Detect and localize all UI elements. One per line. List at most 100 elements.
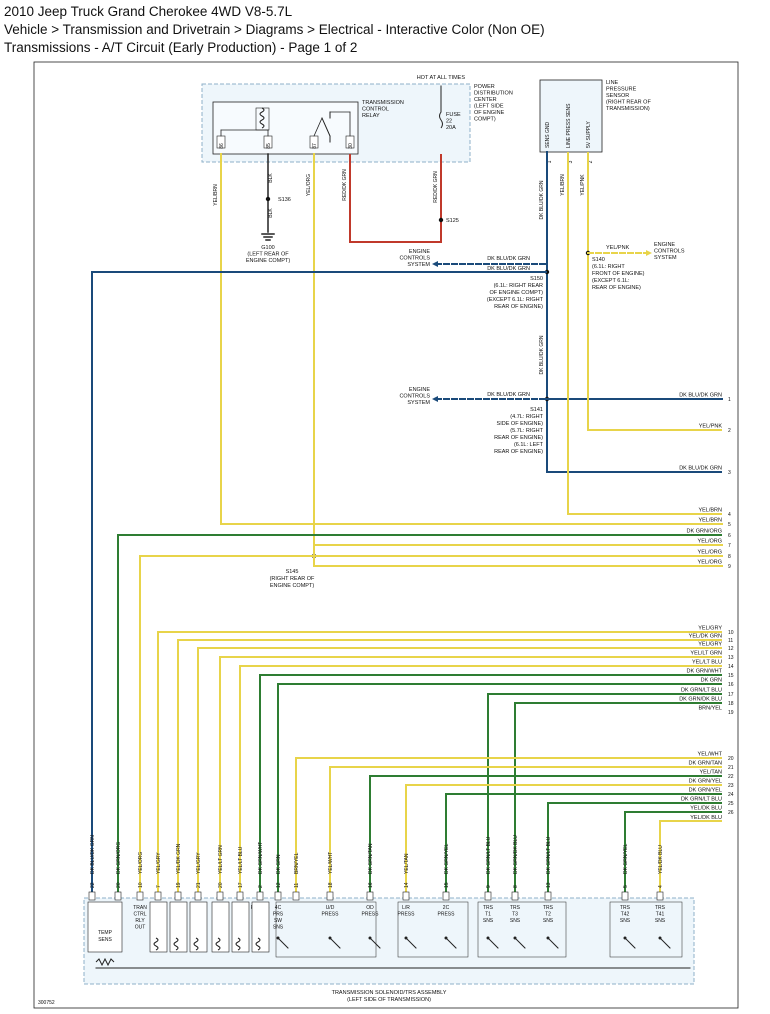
pin-function-label: T1 [485,912,491,918]
switch-symbol [369,937,381,949]
pin-number: 10 [138,882,144,888]
pin-function-label: TRS [655,905,666,911]
pin-connector [442,891,450,901]
right-wire-number: 11 [728,638,733,644]
pin-function-label: TRS [510,905,521,911]
right-wire-label: DK GRN [701,678,722,684]
pin-function-label: PRESS [322,912,340,918]
wire-label-blk: BLK [268,173,274,183]
breadcrumb[interactable]: Vehicle > Transmission and Drivetrain > … [4,22,545,37]
pin-function-label: OUT [135,925,146,931]
pin-wire-label: YEL/LT BLU [238,846,244,874]
pin-number: 18 [328,882,334,888]
right-wire-label: YEL/LT GRN [690,651,722,657]
temp-sensor-label: SENS [98,937,112,943]
lps-pin-label: LINE PRESS SENS [566,103,572,148]
pdc-label: DISTRIBUTION [474,91,513,97]
fuse-label: FUSE [446,112,461,118]
wire-right-10 [157,631,722,898]
switch-symbol [547,937,559,949]
right-wire-number: 24 [728,792,734,798]
wire-label-yel-org: YEL/ORG [306,174,312,196]
wire-label: YEL/PNK [580,174,586,196]
pin-function-label: 4C [275,905,282,911]
splice-s145-label: ENGINE COMPT) [270,583,314,589]
solenoid-coil-symbol [235,937,241,951]
right-wire-label: YEL/TAN [699,770,722,776]
pin-connector [274,891,282,901]
pin-wire-label: DK GRN/YEL [623,843,629,874]
wire-label: DK BLU/DK GRN [539,335,545,374]
relay-label: CONTROL [362,107,389,113]
wire-right-12 [197,647,722,898]
pdc-label: OF ENGINE [474,110,505,116]
right-wire-label: DK GRN/LT BLU [681,688,722,694]
right-wire-number: 9 [728,564,731,570]
pin-function-label: T41 [656,912,665,918]
switch-symbol [277,937,289,949]
right-wire-label: DK BLU/DK GRN [679,393,722,399]
pin-function-label: PRESS [362,912,380,918]
splice-s141-label: S141 [530,407,543,413]
solenoid-box [251,901,270,953]
pin-wire-label: YEL/ORG [138,852,144,874]
right-wire-number: 15 [728,673,734,679]
pin-wire-label: YEL/WHT [328,852,334,874]
pin-number: 11 [294,883,300,888]
splice-s150-label: (EXCEPT 6.1L: RIGHT [487,297,544,303]
assembly-label: TRANSMISSION SOLENOID/TRS ASSEMBLY [332,990,447,996]
splice-s136 [265,196,271,202]
wire-dkblu-to-pin22 [91,271,547,898]
switch-symbol [514,937,526,949]
splice-s145-label: (RIGHT REAR OF [270,576,315,582]
pin-connector [194,891,202,901]
pin-function-label: SNS [543,918,554,924]
pdc-label: POWER [474,84,495,90]
wire-right-18 [514,702,722,898]
wire-right-11 [177,639,722,898]
right-wire-label: DK GRN/YEL [689,779,722,785]
pin-wire-label: DK GRN/ORG [116,842,122,874]
pdc-label: (LEFT SIDE [474,104,504,110]
pin-number: 15 [444,882,450,888]
pin-function-label: PRESS [438,912,456,918]
wire-right-17 [487,693,722,898]
pin-connector [236,891,244,901]
pin-function-label: SNS [483,918,494,924]
right-wire-number: 2 [728,428,731,434]
right-wire-label: YEL/ORG [698,550,722,556]
wire-label: DK BLU/DK GRN [487,392,530,398]
pressure-switch-group [397,901,469,958]
ecs-label-1: SYSTEM [407,262,430,268]
wire-right-22 [405,784,722,898]
pin-connector [621,891,629,901]
wire-right-6 [117,534,722,898]
pin-connector [216,891,224,901]
wire-right-26 [659,820,722,898]
splice-s141-label: (4.7L: RIGHT [510,414,543,420]
relay-label: RELAY [362,113,380,119]
pin-wire-label: YEL/LT GRN [218,845,224,874]
ecs-label-3: SYSTEM [654,255,677,261]
wire-label: DK BLU/DK GRN [487,256,530,262]
pin-connector [154,891,162,901]
wire-right-20 [329,766,722,898]
pdc-label: COMPT) [474,117,496,123]
wire-label: DK BLU/DK GRN [539,180,545,219]
right-wire-label: YEL/ORG [698,560,722,566]
splice-s136-label: S136 [278,197,291,203]
right-wire-number: 20 [728,756,734,762]
lps-label: SENSOR [606,93,629,99]
lps-label: LINE [606,80,619,86]
pin-wire-label: DK GRN/TAN [368,843,374,874]
right-wire-number: 5 [728,522,731,528]
right-wire-number: 8 [728,554,731,560]
right-wire-label: DK GRN/ORG [687,529,722,535]
pin-wire-label: YEL/DK GRN [176,843,182,874]
lps-pin-label: SENS GND [545,121,551,148]
pin-connector [88,891,96,901]
splice-s150-label: REAR OF ENGINE) [494,304,543,310]
pin-connector [402,891,410,901]
pin-function-label: SNS [510,918,521,924]
right-wire-label: YEL/LT BLU [692,660,722,666]
